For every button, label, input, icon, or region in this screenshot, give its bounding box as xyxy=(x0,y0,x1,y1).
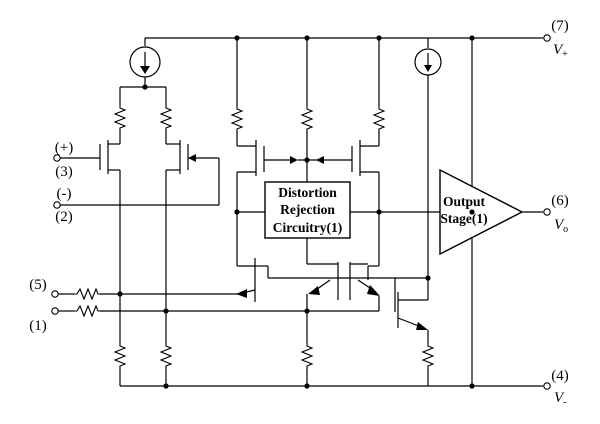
pin-6-label: (6) xyxy=(551,193,569,209)
pin-5-input xyxy=(51,288,120,300)
pin-4-terminal[interactable] xyxy=(543,382,551,390)
input-current-source xyxy=(120,38,166,90)
distortion-rejection-block: Distortion Rejection Circuitry(1) xyxy=(264,181,351,239)
pin-3-polarity-label: (+) xyxy=(55,140,73,156)
center-bjt-pair xyxy=(166,238,380,386)
pin-3-label: (3) xyxy=(55,164,73,180)
pin-5-label: (5) xyxy=(29,277,47,293)
noninverting-input xyxy=(53,154,100,162)
v-plus-rail xyxy=(145,34,551,42)
pin-1-input xyxy=(51,305,166,317)
pin-2-terminal[interactable] xyxy=(53,201,61,209)
output-stage-block: Output Stage(1) xyxy=(439,168,551,256)
pin-7-label: (7) xyxy=(551,18,569,34)
pin-1-terminal[interactable] xyxy=(51,307,59,315)
v-minus-label: V- xyxy=(554,390,567,408)
v-out-label: Vo xyxy=(554,217,568,235)
input-pair-right xyxy=(160,87,220,386)
output-current-source xyxy=(414,38,442,281)
pin-2-polarity-label: (-) xyxy=(57,186,72,202)
pin-6-terminal[interactable] xyxy=(543,208,551,216)
v-plus-label: V+ xyxy=(553,42,568,60)
left-bjt xyxy=(120,258,428,302)
distortion-label-line1: Distortion xyxy=(278,185,337,200)
distortion-label-line3: Circuitry(1) xyxy=(273,220,342,235)
pin-2-label: (2) xyxy=(55,209,73,225)
inverting-input xyxy=(53,201,219,209)
mirror-left xyxy=(231,38,298,267)
output-stage-label-line2: Stage(1) xyxy=(440,211,487,226)
v-minus-rail xyxy=(120,382,551,390)
output-stage-label-line1: Output xyxy=(443,194,486,209)
pin-1-label: (1) xyxy=(29,318,47,334)
pin-7-terminal[interactable] xyxy=(543,34,551,42)
output-bjt xyxy=(394,278,434,386)
distortion-label-line2: Rejection xyxy=(280,202,335,217)
pin-4-label: (4) xyxy=(551,368,569,384)
pin-5-terminal[interactable] xyxy=(51,290,59,298)
mirror-right xyxy=(332,38,440,267)
mirror-center xyxy=(298,38,332,182)
input-pair-left xyxy=(99,87,126,386)
